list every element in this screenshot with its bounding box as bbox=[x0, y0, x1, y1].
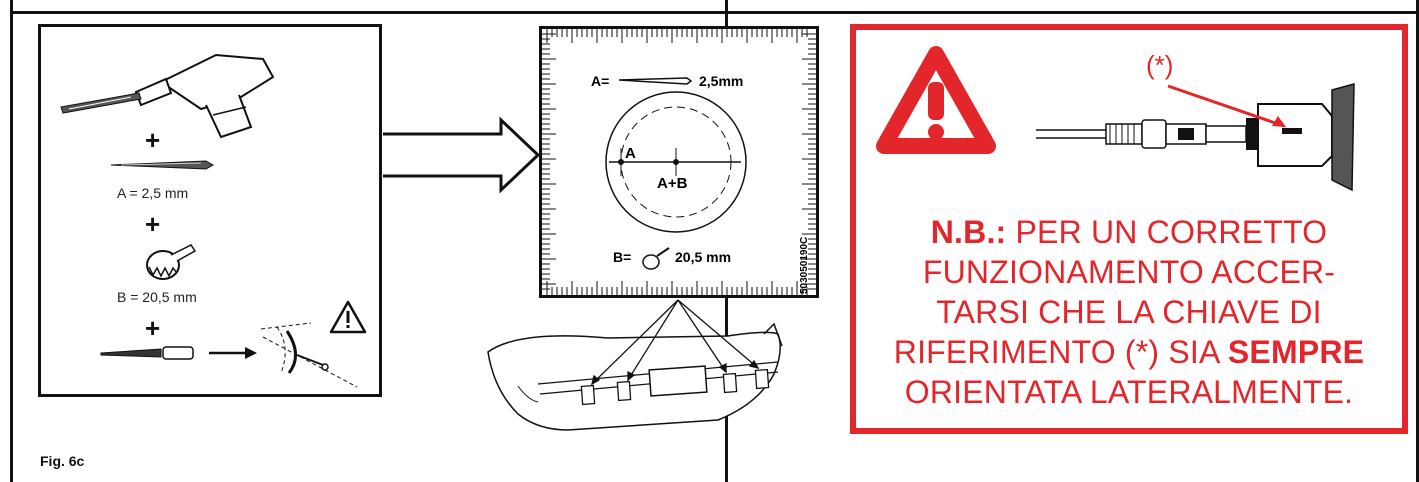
warning-note: N.B.: PER UN CORRETTO FUNZIONAMENTO ACCE… bbox=[856, 212, 1402, 412]
template-point-ab: A+B bbox=[657, 175, 688, 192]
bumper-diagram bbox=[487, 299, 783, 431]
right-frame-line bbox=[1416, 0, 1419, 482]
note-line-5: ORIENTATA LATERALMENTE. bbox=[904, 374, 1354, 410]
sensor-connector-diagram bbox=[1036, 83, 1355, 192]
note-line-1: PER UN CORRETTO bbox=[1006, 214, 1328, 250]
drill-icon bbox=[60, 53, 275, 139]
sensor-marks bbox=[580, 368, 770, 406]
plus-sign-3: + bbox=[145, 313, 161, 343]
small-warning-icon bbox=[329, 300, 367, 334]
plus-sign-2: + bbox=[145, 209, 161, 239]
arrow-to-template bbox=[383, 116, 541, 194]
drilling-template: A= 2,5mm A A+B B= 20,5 mm 503050190C bbox=[539, 26, 819, 298]
drill-bit-icon bbox=[110, 160, 215, 170]
pointer-lines bbox=[590, 299, 760, 386]
template-drill-text: A= bbox=[591, 73, 609, 89]
warning-box: (*) N.B.: PER UN CORRETTO FUNZIONAMENTO … bbox=[850, 24, 1408, 434]
hole-saw-label: B = 20,5 mm bbox=[117, 289, 197, 305]
template-hole-size: 20,5 mm bbox=[675, 249, 731, 265]
template-drill-size: 2,5mm bbox=[699, 73, 743, 89]
top-frame-line bbox=[10, 0, 1419, 14]
drill-bit-label: A = 2,5 mm bbox=[117, 185, 189, 201]
template-hole-text: B= bbox=[613, 249, 631, 265]
plus-sign-1: + bbox=[145, 125, 161, 155]
tools-box: + A = 2,5 mm + B = 20,5 mm + bbox=[38, 24, 382, 397]
note-line-3: TARSI CHE LA CHIAVE DI bbox=[936, 294, 1322, 330]
note-line-4: RIFERIMENTO (*) SIA bbox=[893, 334, 1228, 370]
template-outer-circle bbox=[605, 91, 747, 233]
note-emphasis: SEMPRE bbox=[1227, 334, 1365, 370]
reference-mark: (*) bbox=[1146, 50, 1174, 80]
template-code: 503050190C bbox=[799, 237, 810, 294]
template-point-a: A bbox=[625, 145, 636, 162]
warning-triangle-icon bbox=[876, 46, 996, 154]
hole-saw-icon bbox=[146, 244, 197, 280]
note-prefix: N.B.: bbox=[930, 214, 1007, 250]
file-and-cable-icon bbox=[100, 322, 358, 388]
note-line-2: FUNZIONAMENTO ACCER- bbox=[922, 254, 1336, 290]
figure-label: Fig. 6c bbox=[40, 453, 85, 469]
